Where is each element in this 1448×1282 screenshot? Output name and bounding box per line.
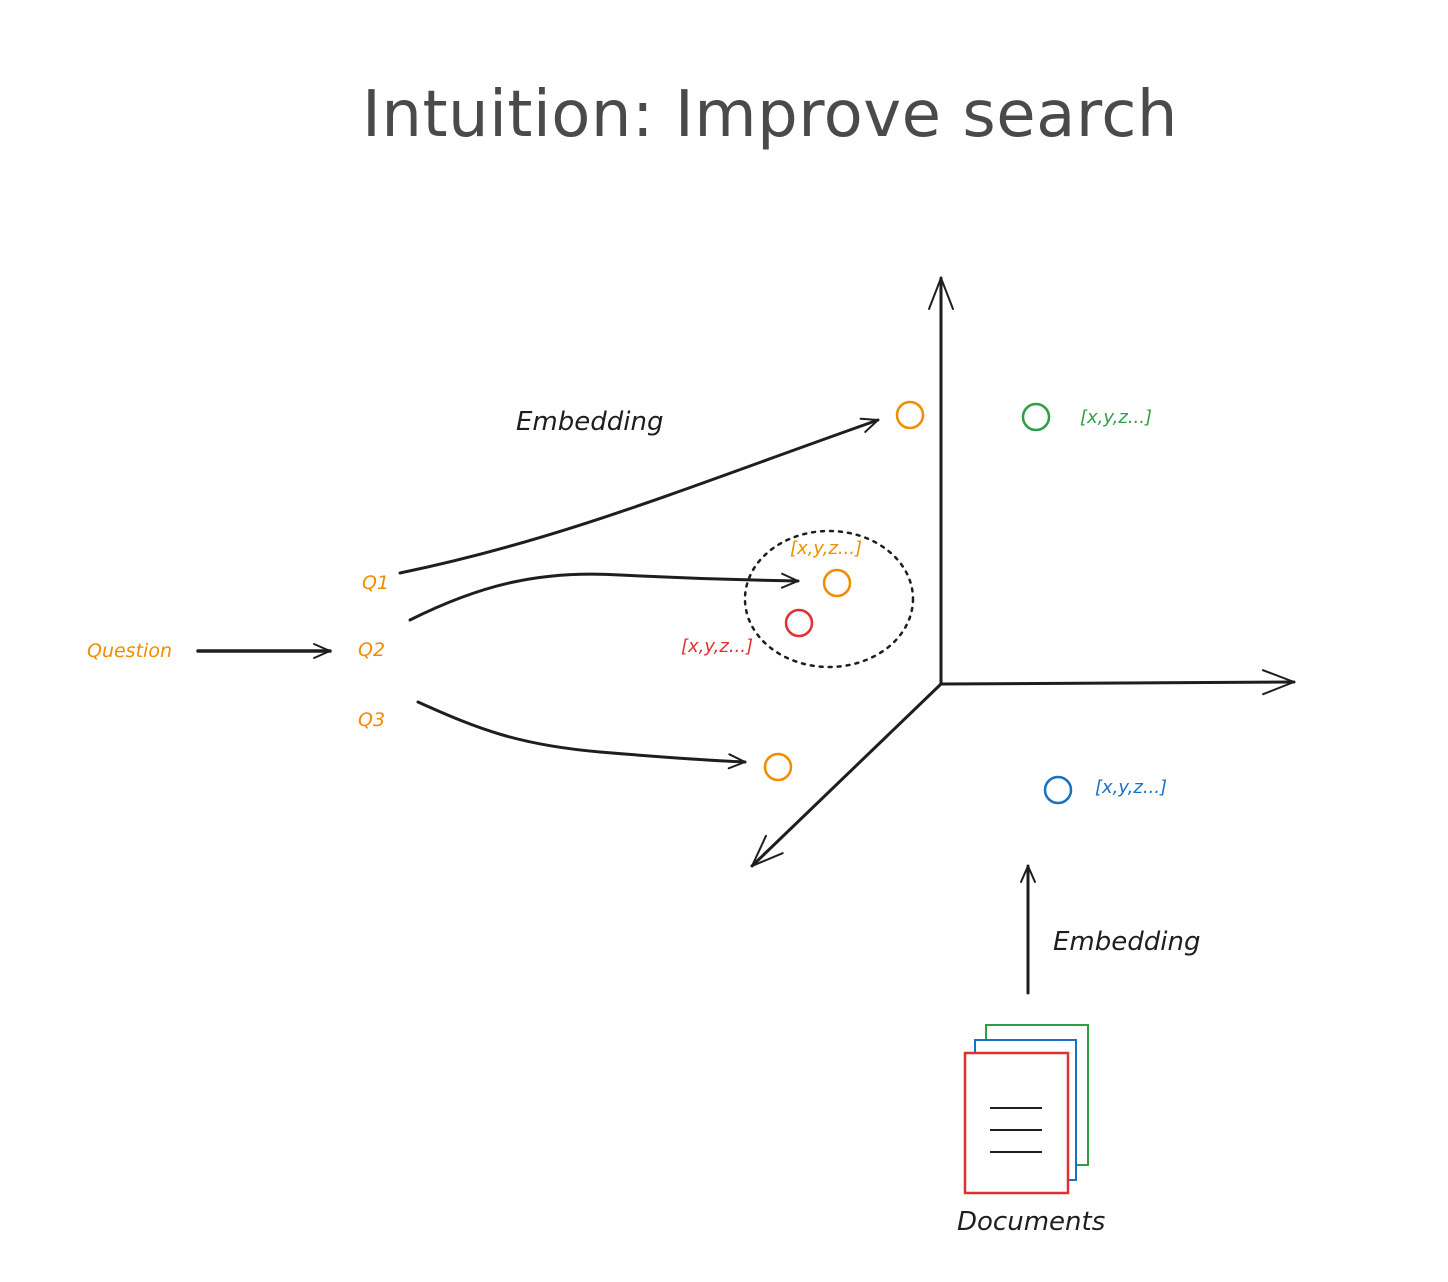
documents-label: Documents xyxy=(957,1207,1105,1237)
q3-embedding-point xyxy=(763,752,793,782)
question-label: Question xyxy=(87,640,172,662)
similarity-cluster xyxy=(743,529,915,669)
q3-arrow xyxy=(416,700,747,770)
document-red xyxy=(963,1051,1070,1195)
q1-arrow xyxy=(398,417,880,575)
red-document-point xyxy=(784,608,814,638)
q2-arrow xyxy=(408,572,800,622)
axis-x xyxy=(939,669,1296,696)
page-title: Intuition: Improve search xyxy=(362,78,1178,152)
blue-document-point xyxy=(1043,775,1073,805)
embedding-label-bottom: Embedding xyxy=(1053,927,1200,957)
q2-label: Q2 xyxy=(358,639,385,661)
documents-stack-icon xyxy=(963,1024,1089,1195)
green-document-point xyxy=(1021,402,1051,432)
q1-embedding-point xyxy=(895,400,925,430)
orange-vector-label: [x,y,z...] xyxy=(790,538,862,559)
blue-vector-label: [x,y,z...] xyxy=(1095,777,1167,798)
green-vector-label: [x,y,z...] xyxy=(1080,407,1152,428)
embedding-label-top: Embedding xyxy=(516,407,663,437)
q2-embedding-point xyxy=(822,568,852,598)
q1-label: Q1 xyxy=(362,572,389,594)
q3-label: Q3 xyxy=(358,709,385,731)
axis-z xyxy=(750,682,943,868)
red-vector-label: [x,y,z...] xyxy=(681,636,753,657)
axes xyxy=(750,276,1296,868)
